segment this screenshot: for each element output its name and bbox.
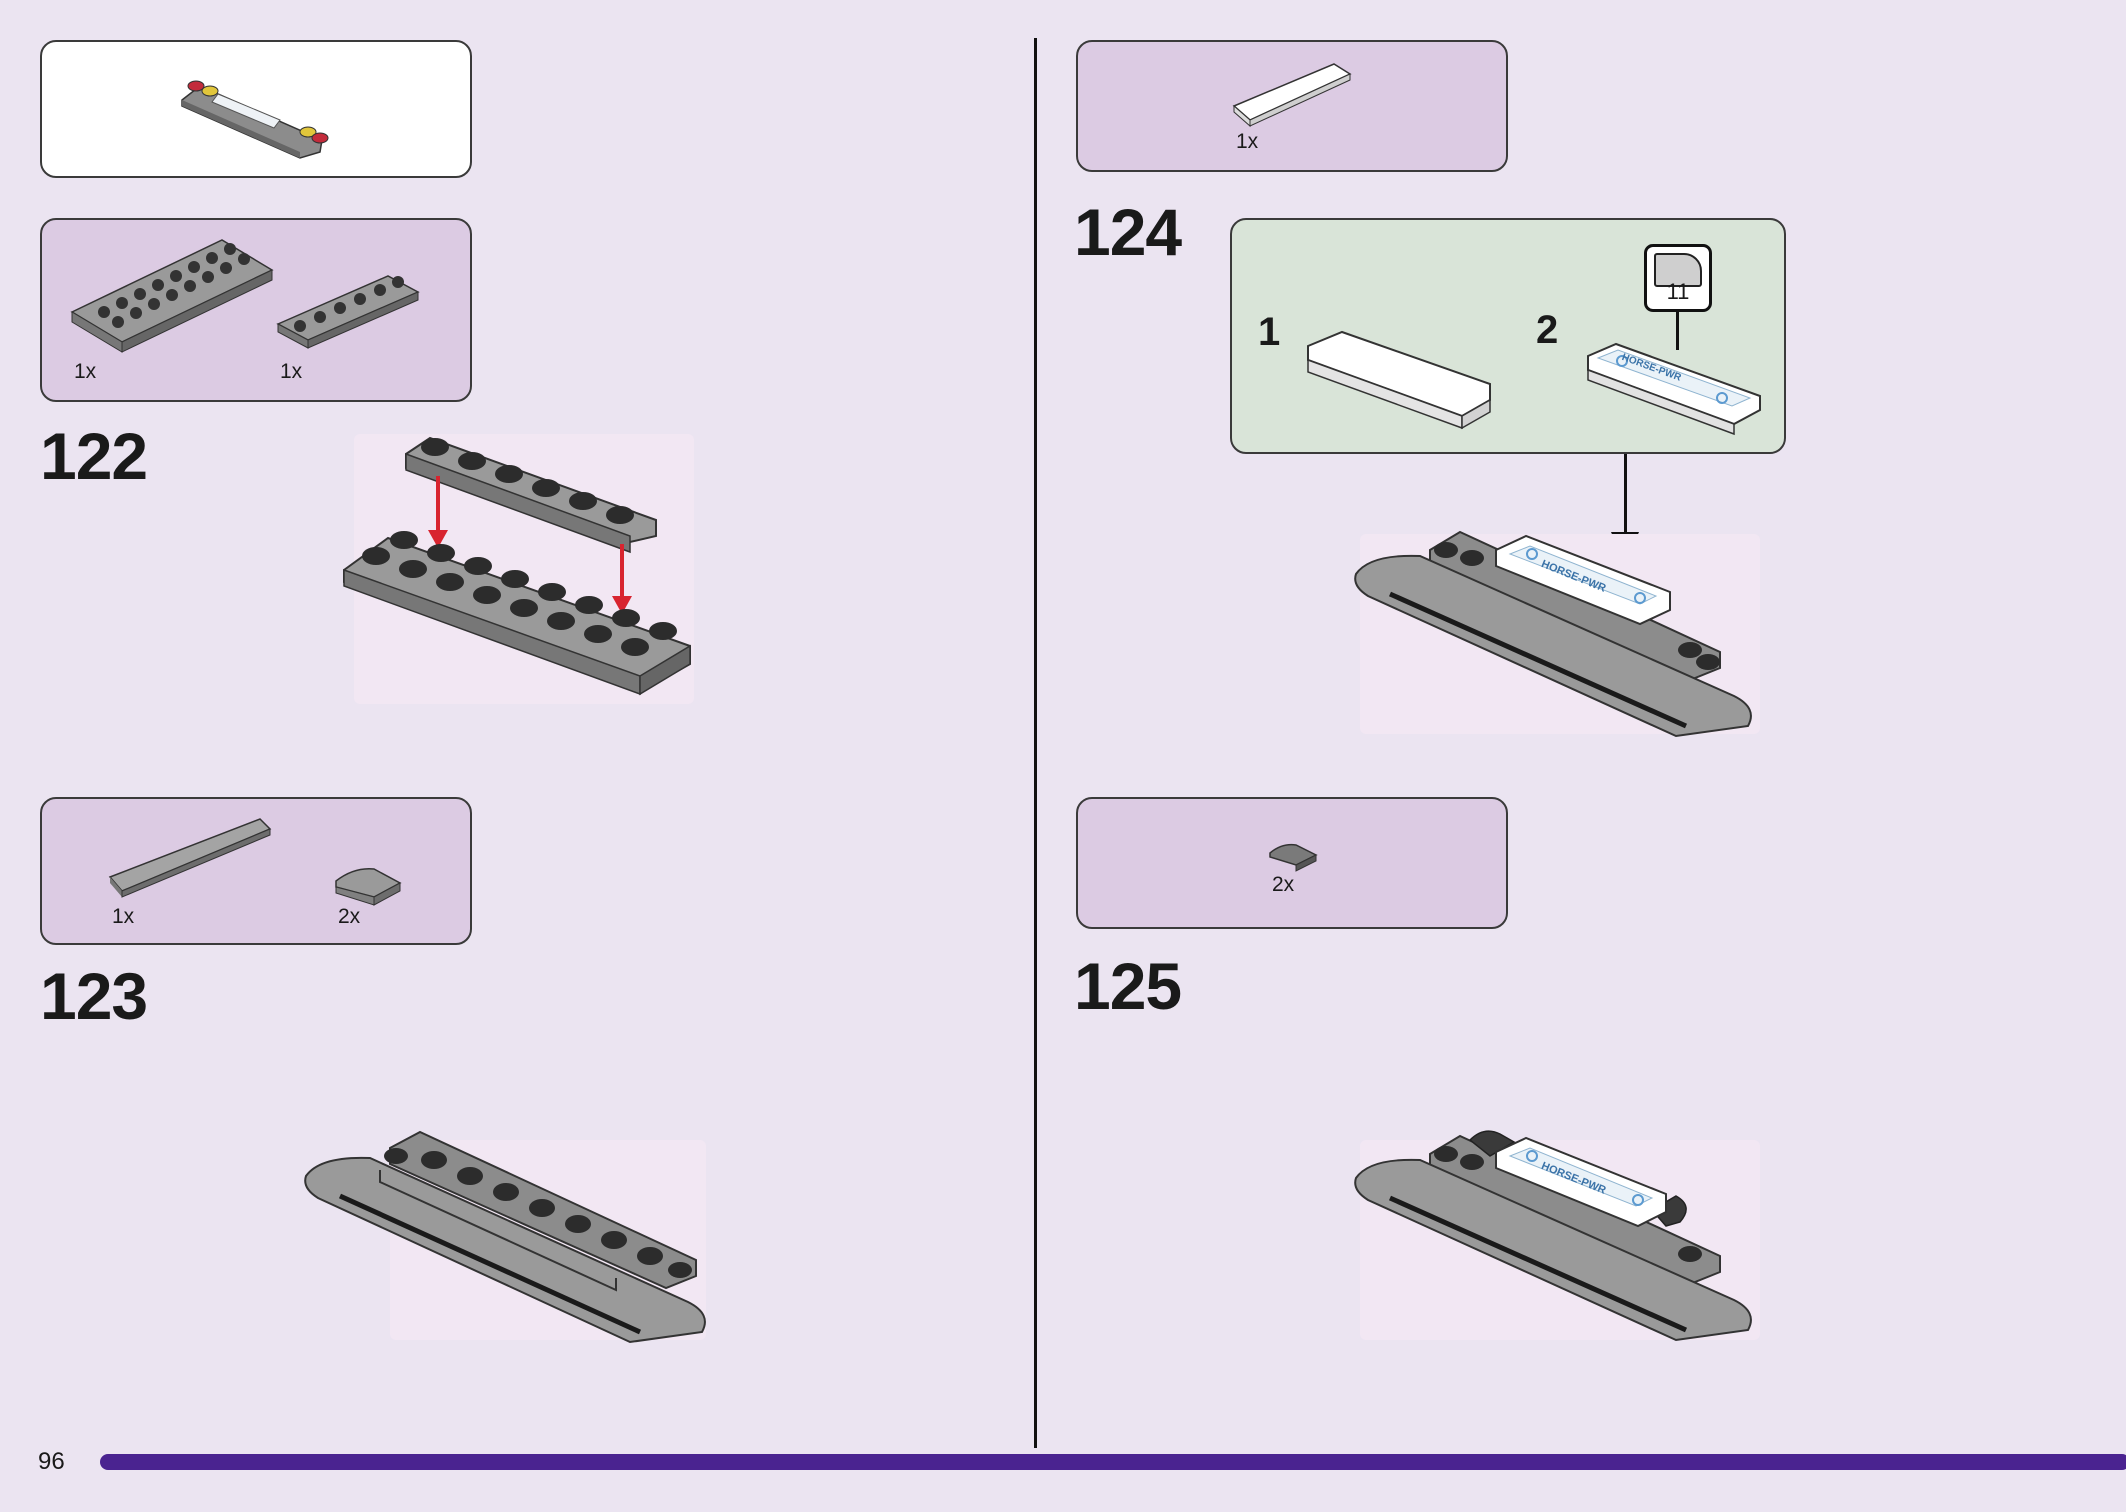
curved-slope-icon <box>335 868 402 906</box>
step-number-122: 122 <box>40 419 148 493</box>
tile-1x4-white-icon <box>1232 63 1352 128</box>
page-divider <box>1034 38 1037 1448</box>
tile-1x6-icon <box>108 818 272 898</box>
step-125-build-image <box>1354 1130 1760 1342</box>
part-qty: 1x <box>1236 130 1259 153</box>
step-number-124: 124 <box>1074 195 1182 269</box>
step-122-build-image <box>343 434 694 704</box>
sticker-pointer-line <box>1676 312 1679 350</box>
sticker-reference-11: 11 <box>1644 244 1712 312</box>
plate-2x8-icon <box>70 239 274 353</box>
substep-label-1: 1 <box>1258 310 1281 354</box>
step-number-125: 125 <box>1074 949 1182 1023</box>
step-122-parts-box: 1x 1x <box>40 218 472 402</box>
sticker-icon <box>1654 253 1702 287</box>
part-qty: 2x <box>338 905 361 928</box>
placement-arrow-line <box>1624 454 1627 548</box>
curved-slope-dark-icon <box>1269 843 1318 872</box>
submodel-preview-image <box>181 80 329 159</box>
step-124-subassembly-box: 1 2 11 HORSE-PWR <box>1230 218 1786 454</box>
step-123-parts-box: 1x 2x <box>40 797 472 945</box>
part-qty: 1x <box>280 360 303 383</box>
submodel-preview-box <box>40 40 472 178</box>
sticker-number: 11 <box>1666 279 1690 304</box>
page-number: 96 <box>38 1448 65 1475</box>
part-qty: 2x <box>1272 873 1295 896</box>
white-tile-icon <box>1307 330 1491 430</box>
progress-bar <box>100 1454 2126 1470</box>
stickered-tile-icon <box>1587 342 1761 436</box>
step-number-123: 123 <box>40 959 148 1033</box>
step-124-parts-box: 1x <box>1076 40 1508 172</box>
part-qty: 1x <box>74 360 97 383</box>
step-124-build-image <box>1354 530 1760 738</box>
part-qty: 1x <box>112 905 135 928</box>
step-125-parts-box: 2x <box>1076 797 1508 929</box>
plate-1x6-icon <box>276 275 420 349</box>
step-123-build-image <box>304 1130 706 1344</box>
substep-label-2: 2 <box>1536 308 1559 352</box>
